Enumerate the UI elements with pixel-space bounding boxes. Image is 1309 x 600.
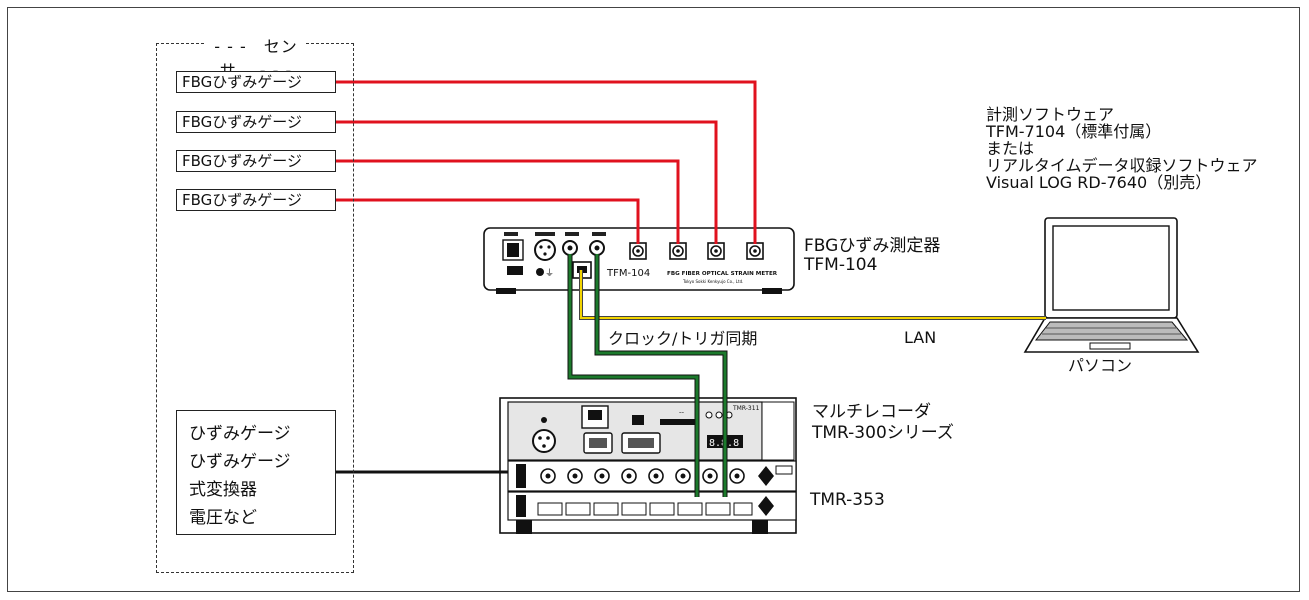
fiber-connector-3 [707,242,725,260]
recorder-series: TMR-300シリーズ [812,423,954,443]
fbg-panel-model: TFM-104 [606,268,650,279]
sync-label: クロック/トリガ同期 [608,329,758,348]
other-sensor-3: 式変換器 [189,480,257,500]
software-line-4: リアルタイムデータ収録ソフトウェア [986,156,1258,175]
fbg-gauge-2: FBGひずみゲージ [176,111,336,133]
recorder-terminal-blocks [537,502,753,516]
fbg-gauge-4: FBGひずみゲージ [176,189,336,211]
fiber-connector-1 [629,242,647,260]
software-line-5: Visual LOG RD-7640（別売） [986,173,1212,192]
multi-recorder: ｰｰ 8.8.8 TMR-311 [499,397,797,534]
other-sensor-4: 電圧など [189,508,257,528]
fbg-gauge-3: FBGひずみゲージ [176,150,336,172]
other-sensors-box: ひずみゲージ ひずみゲージ 式変換器 電圧など [176,410,336,535]
optical-fiber-cables [336,80,757,244]
fiber-connector-4 [746,242,764,260]
software-line-1: 計測ソフトウェア [986,105,1115,124]
recorder-panel-model: TMR-311 [732,405,760,412]
software-line-3: または [986,139,1035,158]
recorder-module: TMR-353 [810,490,885,510]
lan-cable [579,270,1046,320]
fiber-cable-3 [336,159,680,244]
other-sensor-2: ひずみゲージ [189,452,291,472]
fiber-cable-2 [336,120,718,244]
fiber-cable-1 [336,80,757,244]
fbg-meter-name: FBGひずみ測定器 [804,236,941,256]
other-sensor-1: ひずみゲージ [189,424,291,444]
recorder-name: マルチレコーダ [812,402,931,422]
fbg-panel-brand: FBG FIBER OPTICAL STRAIN METER [667,271,778,277]
fiber-connector-2 [669,242,687,260]
laptop-pc [1023,217,1200,353]
software-line-2: TFM-7104（標準付属） [986,122,1162,141]
pc-label: パソコン [1068,356,1133,375]
diagram-frame [7,7,1300,592]
svg-text:ｰｰ: ｰｰ [679,410,685,416]
svg-text:⏚: ⏚ [545,268,554,279]
fbg-meter-model: TFM-104 [804,255,878,275]
fbg-gauge-1: FBGひずみゲージ [176,71,336,93]
fbg-panel-maker: Tokyo Sokki Kenkyujo Co., Ltd. [682,279,743,284]
lan-label: LAN [904,328,937,347]
sync-cables [567,254,728,497]
recorder-input-connectors [540,468,745,484]
fiber-cable-4 [336,198,640,244]
